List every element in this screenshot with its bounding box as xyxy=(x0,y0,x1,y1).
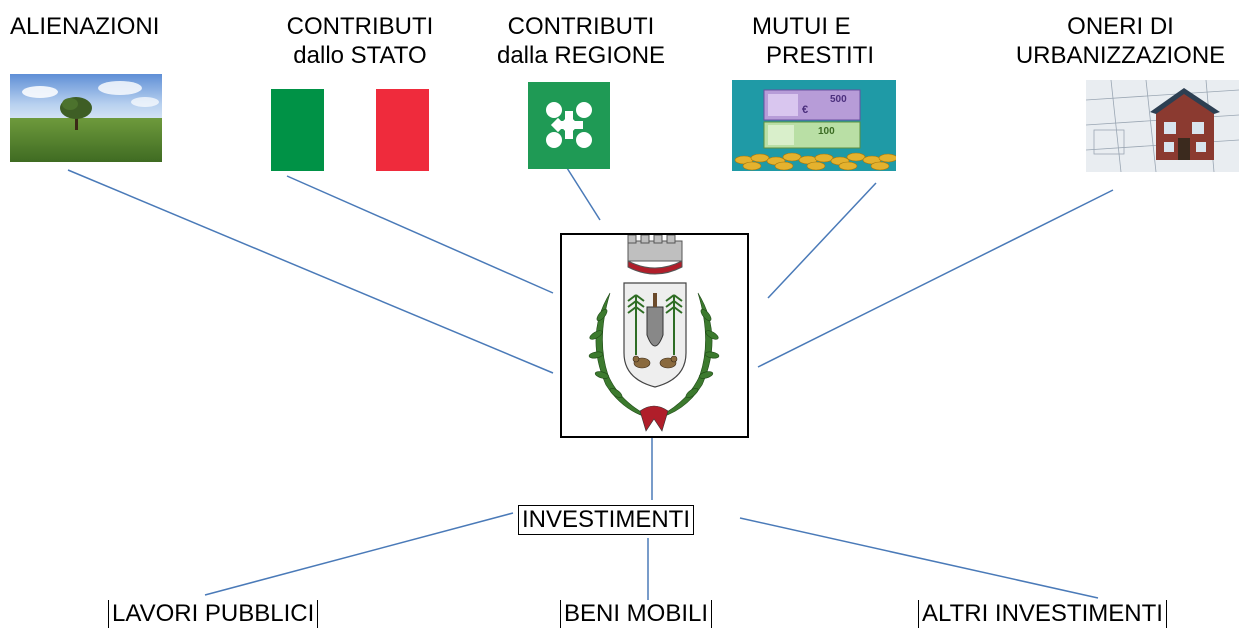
label-alienazioni: ALIENAZIONI xyxy=(10,13,160,40)
spade-icon xyxy=(646,306,664,347)
banknotes-image: 500 € 100 xyxy=(732,80,896,171)
connector-mutui xyxy=(767,182,877,299)
ribbon-icon xyxy=(639,405,669,432)
house-blueprint-image xyxy=(1086,80,1239,172)
label-mutui-prestiti: MUTUI E PRESTITI xyxy=(752,13,875,69)
label-contributi-stato: CONTRIBUTI dallo STATO xyxy=(286,13,434,69)
quail-birds-icon xyxy=(632,355,678,369)
municipal-crest xyxy=(560,233,749,438)
euro-symbol-icon: € xyxy=(802,104,808,116)
coat-of-arms-icon xyxy=(588,234,720,432)
connector-alienazioni xyxy=(67,169,554,374)
connector-altri xyxy=(739,517,1099,599)
connector-regione xyxy=(566,167,601,221)
connector-oneri xyxy=(757,189,1114,368)
connector-stato xyxy=(286,175,554,294)
connector-lavori xyxy=(204,512,514,596)
banknote-100-value: 100 xyxy=(818,126,835,137)
output-lavori-pubblici: LAVORI PUBBLICI xyxy=(108,600,319,628)
label-contributi-regione: CONTRIBUTI dalla REGIONE xyxy=(496,13,666,69)
flag-green-band xyxy=(271,89,324,171)
banknote-500-value: 500 xyxy=(830,94,847,105)
landscape-tree-image xyxy=(10,74,162,162)
output-altri-investimenti: ALTRI INVESTIMENTI xyxy=(918,600,1167,628)
hub-investimenti: INVESTIMENTI xyxy=(518,505,695,535)
label-oneri-urbanizzazione: ONERI DI URBANIZZAZIONE xyxy=(1015,13,1226,69)
region-lombardia-icon xyxy=(528,82,610,169)
output-beni-mobili: BENI MOBILI xyxy=(560,600,713,628)
flag-red-band xyxy=(376,89,429,171)
mural-crown-icon xyxy=(627,234,683,275)
palm-trees-icon xyxy=(627,294,683,355)
